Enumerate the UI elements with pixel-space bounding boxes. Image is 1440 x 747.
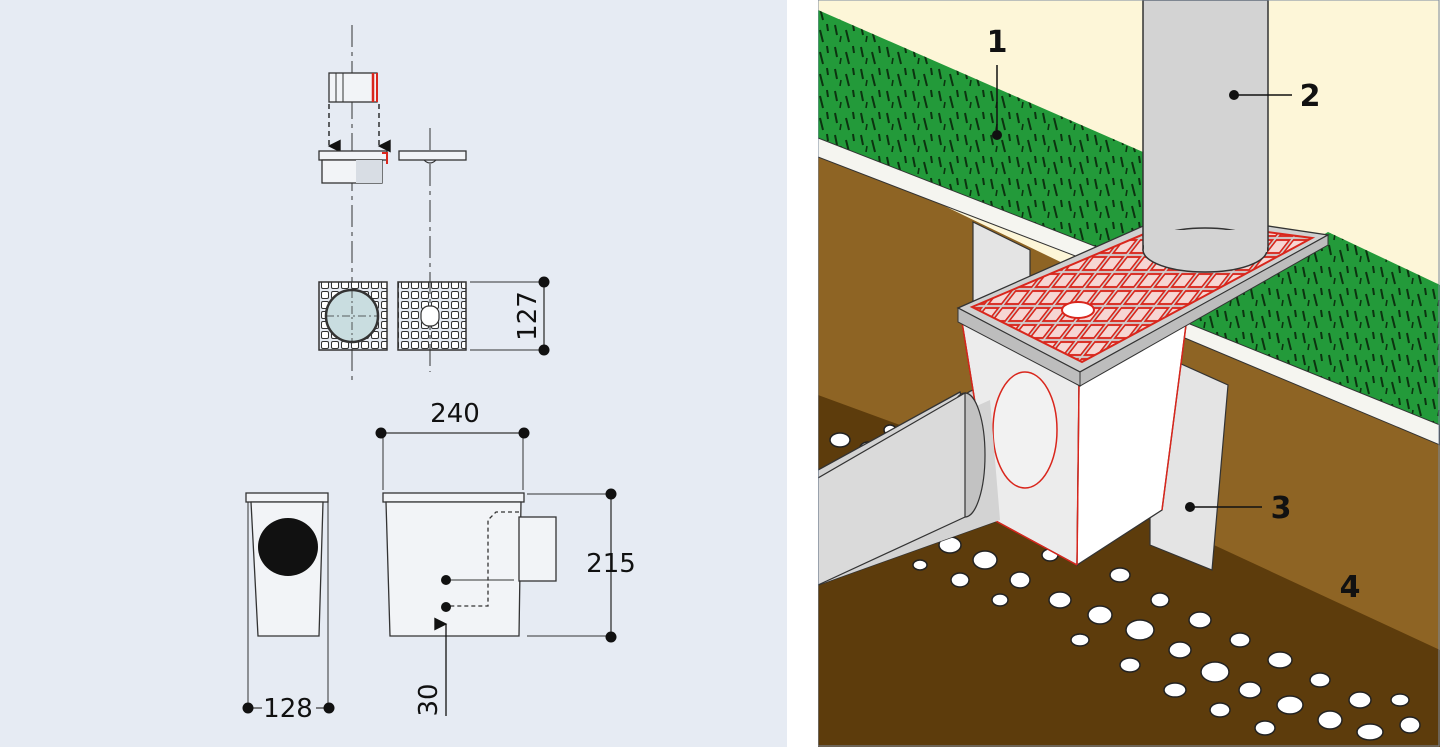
grate-side bbox=[398, 150, 467, 164]
body-side-view: 128 bbox=[242, 492, 335, 724]
body-side-small bbox=[318, 150, 388, 184]
insert-part bbox=[328, 72, 378, 103]
callout-label: 1 bbox=[987, 25, 1008, 60]
dimension-127: 127 bbox=[470, 276, 550, 356]
gully-box bbox=[818, 320, 1187, 586]
dimension-127-label: 127 bbox=[513, 291, 543, 341]
technical-drawing: 127 128 30 bbox=[0, 0, 787, 747]
callout-4: 4 bbox=[1340, 570, 1361, 605]
body-front-view: 30 bbox=[382, 492, 557, 717]
body-top-view bbox=[318, 281, 388, 351]
dimension-240: 240 bbox=[375, 399, 530, 490]
callout-1: 1 bbox=[987, 25, 1008, 140]
illustration-frame bbox=[818, 0, 1440, 747]
dimension-215: 215 bbox=[527, 488, 636, 643]
callout-3: 3 bbox=[1185, 491, 1291, 526]
dimension-215-label: 215 bbox=[586, 549, 636, 579]
dimension-128-label: 128 bbox=[263, 694, 313, 724]
dimension-30-label: 30 bbox=[414, 683, 444, 716]
downpipe bbox=[1142, 0, 1269, 273]
callout-label: 4 bbox=[1340, 570, 1361, 605]
callout-label: 3 bbox=[1271, 491, 1292, 526]
grate-top-view bbox=[397, 281, 467, 351]
callout-2: 2 bbox=[1229, 79, 1320, 114]
gravel bbox=[827, 424, 1421, 741]
dimension-240-label: 240 bbox=[430, 399, 480, 429]
installation-illustration: 1 2 3 4 bbox=[818, 0, 1440, 747]
panel-divider bbox=[787, 0, 818, 747]
callout-label: 2 bbox=[1300, 79, 1321, 114]
